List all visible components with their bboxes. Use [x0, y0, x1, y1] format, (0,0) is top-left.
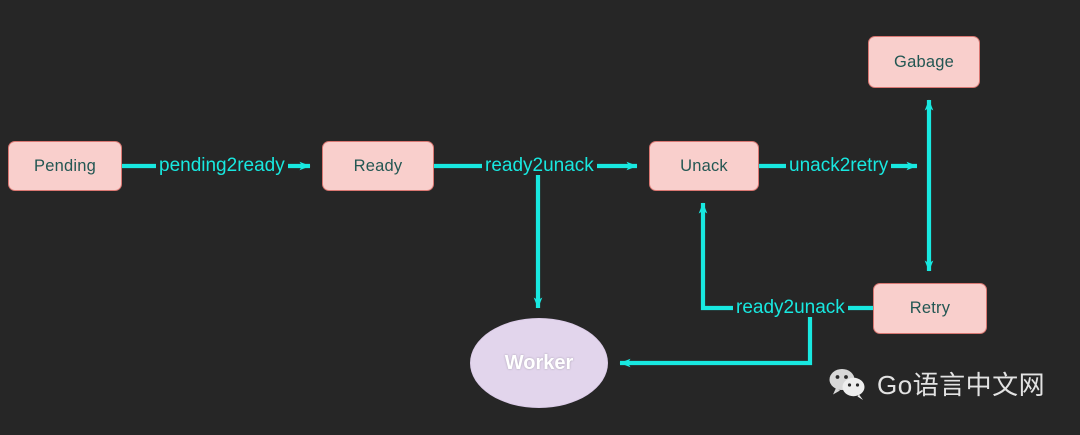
- node-pending-label: Pending: [34, 156, 96, 175]
- node-gabage[interactable]: Gabage: [868, 36, 980, 88]
- wechat-icon: [829, 368, 865, 400]
- edge-label-pending2ready: pending2ready: [156, 156, 288, 175]
- node-retry-label: Retry: [909, 299, 951, 317]
- node-gabage-label: Gabage: [894, 52, 954, 71]
- edge-label-retry2unack: ready2unack: [733, 298, 848, 317]
- node-worker[interactable]: Worker: [470, 318, 608, 408]
- edge-retry-to-unack: [698, 202, 873, 311]
- node-ready[interactable]: Ready: [322, 141, 434, 191]
- edge-label-ready2unack: ready2unack: [482, 156, 597, 175]
- edge-label-unack2retry: unack2retry: [786, 156, 892, 175]
- node-worker-label: Worker: [504, 351, 574, 374]
- watermark-text: Go语言中文网: [877, 370, 1046, 400]
- node-retry[interactable]: Retry: [873, 283, 987, 334]
- node-unack-label: Unack: [680, 156, 728, 175]
- watermark: Go语言中文网: [828, 365, 1045, 402]
- node-pending[interactable]: Pending: [8, 141, 122, 191]
- edge-retry-to-worker: [619, 310, 813, 368]
- node-ready-label: Ready: [353, 156, 403, 175]
- node-unack[interactable]: Unack: [649, 141, 759, 191]
